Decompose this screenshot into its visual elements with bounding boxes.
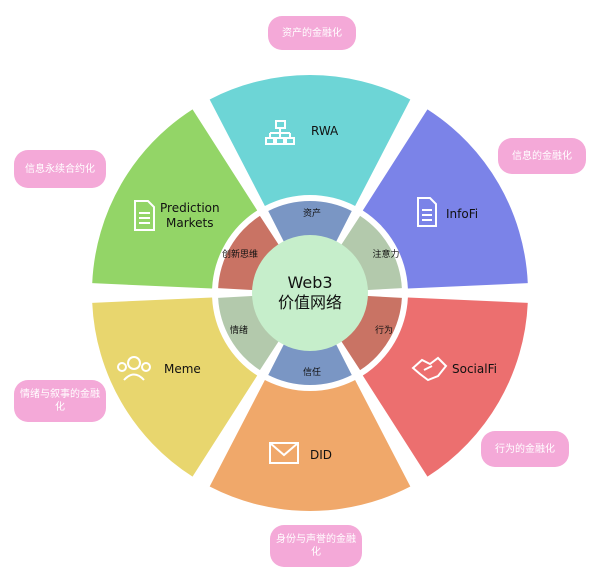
inner-assets-label: 资产 xyxy=(303,207,321,219)
inner-attention-segment xyxy=(340,215,402,291)
center-circle xyxy=(252,235,368,351)
handshake-icon xyxy=(411,356,448,382)
inner-behavior-segment xyxy=(340,295,402,371)
rwa-segment xyxy=(209,75,411,206)
callout-assets-financialization: 资产的金融化 xyxy=(268,16,356,50)
inner-innovation-segment xyxy=(218,215,280,291)
callout-behavior-financialization: 行为的金融化 xyxy=(481,431,569,467)
inner-assets-segment xyxy=(268,201,352,244)
socialfi-label: SocialFi xyxy=(452,362,497,376)
infofi-label: InfoFi xyxy=(446,207,478,221)
inner-attention-label: 注意力 xyxy=(372,248,399,260)
callout-identity-reputation-financialization: 身份与声誉的金融化 xyxy=(270,525,362,567)
rwa-label: RWA xyxy=(311,124,339,138)
did-segment xyxy=(209,380,411,511)
center-title: Web3 xyxy=(287,273,332,292)
infofi-segment xyxy=(362,109,528,289)
prediction-label-line1: Prediction xyxy=(160,201,220,215)
org-chart-icon xyxy=(265,120,295,145)
inner-trust-segment xyxy=(268,342,352,386)
callout-emotion-narrative-financialization: 情绪与叙事的金融化 xyxy=(14,380,106,422)
socialfi-segment xyxy=(362,297,528,477)
document-icon xyxy=(134,200,155,231)
callout-information-perpetual-contract: 信息永续合约化 xyxy=(14,150,106,188)
callout-information-financialization: 信息的金融化 xyxy=(498,138,586,174)
inner-innovation-label: 创新思维 xyxy=(222,248,258,260)
inner-emotion-segment xyxy=(218,295,280,371)
prediction-label-line2: Markets xyxy=(166,216,214,230)
inner-trust-label: 信任 xyxy=(303,366,321,378)
document-icon xyxy=(417,197,437,227)
people-icon xyxy=(117,356,151,381)
inner-behavior-label: 行为 xyxy=(375,324,393,336)
envelope-icon xyxy=(269,442,299,464)
did-label: DID xyxy=(310,448,332,462)
meme-segment xyxy=(92,297,258,477)
prediction-markets-segment xyxy=(92,109,258,289)
meme-label: Meme xyxy=(164,362,201,376)
center-subtitle: 价值网络 xyxy=(278,293,342,312)
inner-emotion-label: 情绪 xyxy=(230,324,248,336)
